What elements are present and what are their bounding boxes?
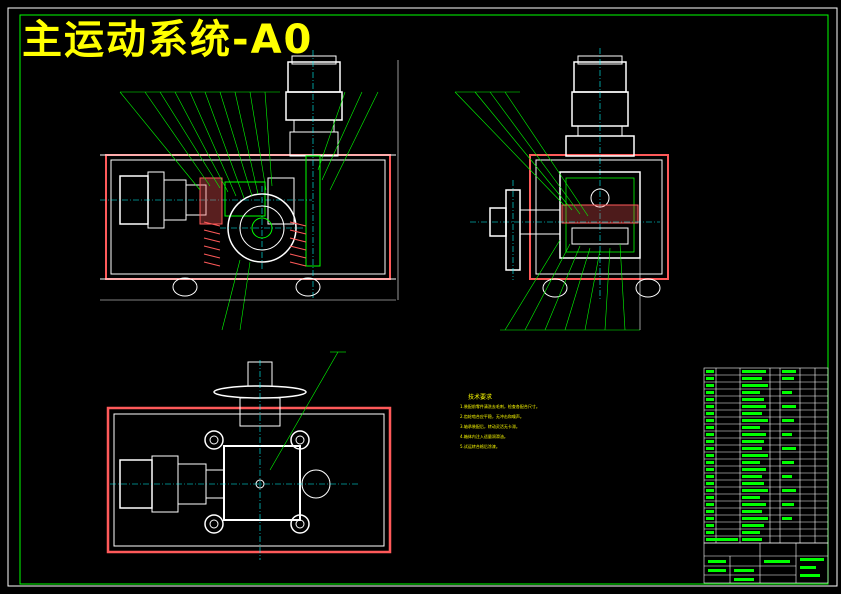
inner-frame	[19, 14, 829, 585]
top-view	[106, 351, 392, 560]
technical-requirement-line: 4.箱体内注入适量润滑油。	[460, 434, 508, 439]
front-motor	[287, 61, 341, 93]
front-section-view	[100, 50, 399, 331]
technical-requirement-line: 2.齿轮啮合应平稳，无冲击和噪声。	[460, 414, 524, 419]
side-section-view	[454, 48, 669, 331]
outer-border	[7, 7, 838, 587]
parts-list	[703, 367, 829, 544]
title-block-marks	[708, 558, 824, 581]
technical-requirement-line: 3.轴承装配后，转动灵活无卡滞。	[460, 424, 520, 429]
technical-requirements-title: 技术要求	[468, 394, 493, 401]
title-block	[703, 542, 829, 584]
technical-requirement-line: 1.装配前零件清洗去毛刺，检查各配合尺寸。	[460, 404, 540, 409]
front-leader-lines	[119, 91, 379, 331]
parts-list-marks	[706, 370, 796, 541]
front-spring-right	[289, 221, 307, 267]
side-housing	[529, 154, 669, 280]
front-spring-left	[203, 221, 221, 267]
technical-requirement-line: 5.试运转合格后涂漆。	[460, 444, 500, 449]
side-motor	[573, 61, 627, 93]
drawing-title: 主运动系统-A0	[22, 17, 314, 63]
top-gearbox	[223, 445, 301, 521]
side-leader-lines	[454, 91, 640, 331]
top-housing	[106, 406, 392, 554]
